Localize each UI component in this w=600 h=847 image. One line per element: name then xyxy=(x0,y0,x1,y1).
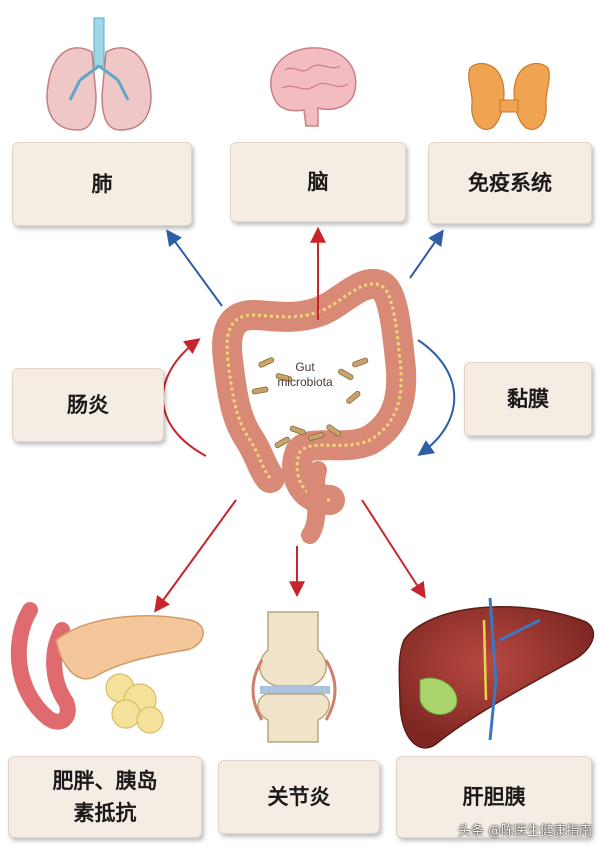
label-immune: 免疫系统 xyxy=(428,142,592,224)
arrows xyxy=(154,226,456,613)
label-obesity-line2: 素抵抗 xyxy=(73,801,137,825)
lung-icon xyxy=(46,17,152,131)
arrow-to-immune xyxy=(409,229,444,279)
thyroid-icon xyxy=(468,62,550,130)
label-arthritis: 关节炎 xyxy=(218,760,380,834)
label-obesity: 肥胖、胰岛 素抵抗 xyxy=(8,756,202,838)
joint-icon xyxy=(251,611,337,743)
label-obesity-line1: 肥胖、胰岛 xyxy=(52,769,158,793)
pancreas-icon xyxy=(10,602,204,734)
label-mucosa: 黏膜 xyxy=(464,362,592,436)
arrow-to-lung xyxy=(166,229,223,307)
label-colitis: 肠炎 xyxy=(12,368,164,442)
label-lung: 肺 xyxy=(12,142,192,226)
arrow-colitis-cycle xyxy=(162,338,207,457)
gut-label-line1: Gut xyxy=(295,360,315,374)
arrow-to-liver xyxy=(361,499,426,599)
label-arthritis-text: 关节炎 xyxy=(267,785,331,809)
label-immune-text: 免疫系统 xyxy=(468,171,552,195)
label-brain: 脑 xyxy=(230,142,406,222)
label-colitis-text: 肠炎 xyxy=(67,393,109,417)
label-liver-text: 肝胆胰 xyxy=(462,785,526,809)
arrow-to-pancreas xyxy=(154,499,237,613)
liver-icon xyxy=(398,597,595,749)
arrow-mucosa-cycle xyxy=(417,339,456,456)
label-lung-text: 肺 xyxy=(91,172,113,196)
label-mucosa-text: 黏膜 xyxy=(507,387,549,411)
brain-icon xyxy=(270,47,357,127)
colon-icon xyxy=(212,268,417,544)
label-brain-text: 脑 xyxy=(307,170,329,194)
label-liver: 肝胆胰 xyxy=(396,756,592,838)
watermark: 头条 @陈医生健康指南 xyxy=(457,824,592,839)
gut-microbiota-label: Gut microbiota xyxy=(250,360,360,390)
gut-label-line2: microbiota xyxy=(277,375,333,389)
